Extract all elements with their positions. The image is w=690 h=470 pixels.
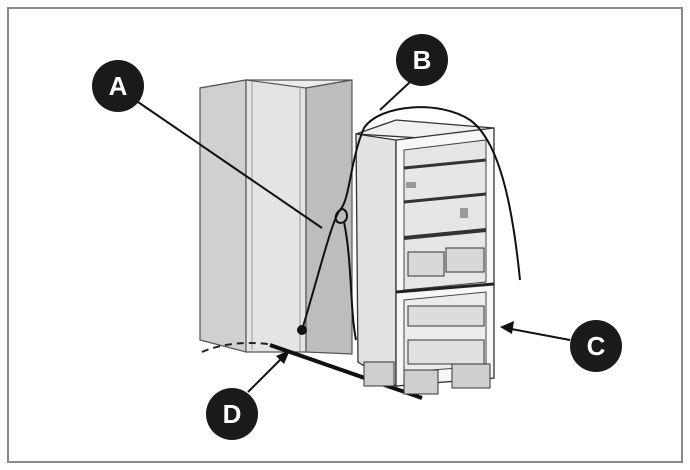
callout-a-label: A	[109, 71, 128, 101]
fridge-foot-center	[403, 369, 439, 395]
callout-a: A	[92, 60, 144, 112]
callout-b-label: B	[413, 45, 432, 75]
freezer-drawer-bottom	[407, 339, 485, 365]
leader-arrow-c	[500, 321, 514, 334]
leader-line-b	[379, 81, 411, 111]
callout-d-label: D	[223, 399, 242, 429]
crisper-drawer-right	[445, 247, 485, 273]
callout-c: C	[570, 320, 622, 372]
cabinet-right-panel	[305, 79, 353, 355]
leader-arrow-d	[276, 350, 290, 364]
freezer-drawer-top	[407, 305, 485, 327]
shelf-1	[403, 158, 487, 170]
compartment-divider	[395, 282, 495, 294]
shelf-2	[403, 192, 487, 204]
leader-line-d	[247, 353, 287, 393]
refrigerator-unit	[355, 119, 495, 395]
floor-dashed-curve	[201, 342, 269, 353]
callout-b: B	[396, 34, 448, 86]
crisper-drawer-left	[407, 251, 445, 277]
cabinet-front-panel	[245, 79, 307, 353]
callout-d: D	[206, 388, 258, 440]
fridge-foot-left	[363, 361, 395, 387]
fridge-left-side	[355, 133, 397, 388]
anchor-cable	[301, 106, 521, 331]
cable-loop	[334, 208, 357, 341]
anchor-point	[297, 325, 307, 335]
fridge-foot-right	[451, 363, 491, 389]
cabinet-left-panel	[199, 79, 247, 353]
shelf-3	[403, 228, 487, 240]
callout-c-label: C	[587, 331, 606, 361]
leader-line-a	[137, 101, 323, 229]
cabinet-enclosure	[199, 79, 353, 355]
leader-line-c	[505, 327, 571, 341]
floor-bar	[269, 343, 423, 400]
